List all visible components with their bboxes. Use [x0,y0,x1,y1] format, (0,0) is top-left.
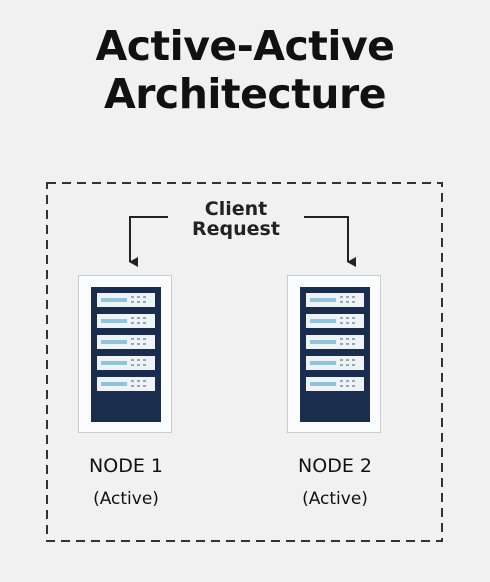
server-rack-icon [91,287,161,422]
rack-unit [306,335,364,349]
title-line-2: Architecture [103,70,387,118]
node-1-status: (Active) [93,489,159,509]
diagram-title: Active-Active Architecture [0,22,490,118]
client-label-line-1: Client [204,198,268,220]
node-2-name: NODE 2 [298,455,372,477]
rack-unit [306,314,364,328]
rack-unit [97,356,155,370]
node-1-name: NODE 1 [89,455,163,477]
client-to-node2-arrow [300,216,356,267]
rack-unit [97,293,155,307]
rack-unit [306,356,364,370]
node-2-status: (Active) [302,489,368,509]
rack-unit [97,377,155,391]
client-request-label: Client Request [168,199,304,239]
cluster-boundary [46,182,443,542]
client-to-node1-arrow [129,216,178,267]
rack-unit [306,377,364,391]
title-line-1: Active-Active [95,22,395,70]
node-2-server [287,275,381,433]
client-label-line-2: Request [192,218,280,240]
rack-unit [306,293,364,307]
rack-unit [97,314,155,328]
server-rack-icon [300,287,370,422]
node-1-server [78,275,172,433]
rack-unit [97,335,155,349]
